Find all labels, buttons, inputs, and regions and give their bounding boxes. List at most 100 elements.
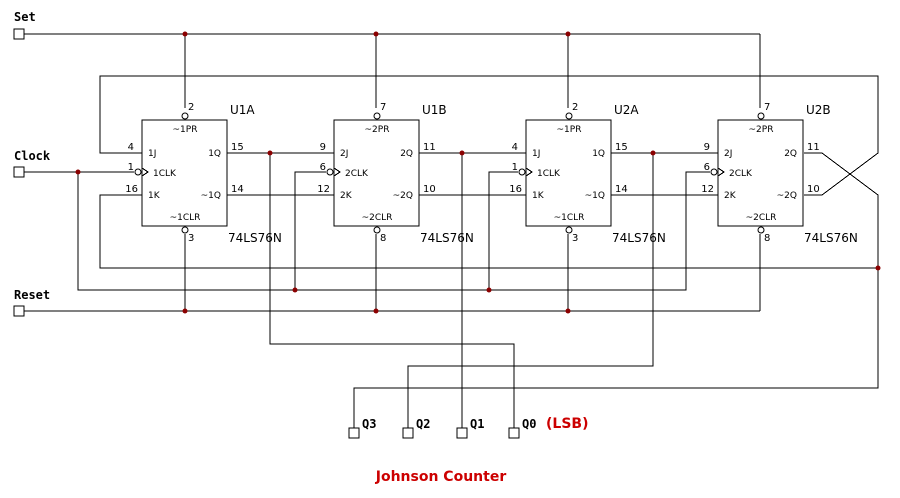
chip-part-number: 74LS76N	[228, 231, 282, 245]
junction-dot	[182, 31, 188, 37]
q1-port[interactable]: Q1	[456, 417, 484, 439]
q2-port-square[interactable]	[402, 427, 414, 439]
j-pin-name: 1J	[532, 149, 540, 159]
reset-port[interactable]: Reset	[13, 288, 50, 317]
preset-pin-name: ~1PR	[173, 125, 198, 135]
pin-number: 2	[572, 102, 578, 113]
chip-part-number: 74LS76N	[612, 231, 666, 245]
k-pin-name: 2K	[340, 191, 353, 201]
junction-dot	[267, 150, 273, 156]
pin-number: 10	[423, 184, 436, 195]
pin-number: 1	[128, 162, 134, 173]
q3-port[interactable]: Q3	[348, 417, 376, 439]
k-pin-name: 1K	[148, 191, 161, 201]
clock-port[interactable]: Clock	[13, 149, 51, 178]
set-port[interactable]: Set	[13, 10, 36, 40]
chip-body[interactable]	[717, 119, 804, 227]
pin-number: 7	[764, 102, 770, 113]
junction-dot	[565, 31, 571, 37]
chip-body[interactable]	[141, 119, 228, 227]
clear-pin-name: ~1CLR	[554, 213, 585, 223]
pin-number: 15	[615, 142, 628, 153]
junction-dot	[459, 150, 465, 156]
pin-number: 11	[423, 142, 436, 153]
junction-dot	[373, 31, 379, 37]
q0-port-label: Q0	[522, 417, 536, 431]
chip-part-number: 74LS76N	[420, 231, 474, 245]
q2-output-wire	[407, 153, 654, 428]
pin-number: 16	[509, 184, 522, 195]
q1-port-square[interactable]	[456, 427, 468, 439]
junction-dot	[565, 308, 571, 314]
pin-number: 3	[572, 233, 578, 244]
q2-port[interactable]: Q2	[402, 417, 430, 439]
q-pin-name: 2Q	[400, 149, 413, 159]
pin-number: 12	[317, 184, 330, 195]
clear-pin-name: ~1CLR	[170, 213, 201, 223]
clock-edge-triangle	[525, 167, 533, 177]
pin-number: 8	[380, 233, 386, 244]
flip-flop-u1a[interactable]: ~1PR~1CLR1J1CLK1K1Q~1Q2341161514U1A74LS7…	[125, 102, 282, 245]
pin-number: 16	[125, 184, 138, 195]
clear-inversion-bubble	[757, 226, 765, 234]
q-pin-name: 1Q	[592, 149, 605, 159]
q2-port-label: Q2	[416, 417, 430, 431]
chip-reference: U2B	[806, 103, 831, 117]
chip-body[interactable]	[525, 119, 612, 227]
pin-number: 14	[615, 184, 628, 195]
clock-port-square[interactable]	[13, 166, 25, 178]
clk-pin-name: 1CLK	[153, 169, 177, 179]
chip-reference: U1A	[230, 103, 255, 117]
pin-number: 3	[188, 233, 194, 244]
clock-inversion-bubble	[134, 168, 142, 176]
preset-inversion-bubble	[565, 112, 573, 120]
pin-number: 9	[320, 142, 326, 153]
clear-pin-name: ~2CLR	[746, 213, 777, 223]
flip-flop-u2b[interactable]: ~2PR~2CLR2J2CLK2K2Q~2Q7896121110U2B74LS7…	[701, 102, 858, 245]
reset-port-label: Reset	[14, 288, 50, 302]
qn-pin-name: ~1Q	[201, 191, 221, 201]
set-port-square[interactable]	[13, 28, 25, 40]
j-pin-name: 1J	[148, 149, 156, 159]
junction-dot	[875, 265, 881, 271]
junction-dot	[182, 308, 188, 314]
pin-number: 4	[128, 142, 134, 153]
set-port-label: Set	[14, 10, 36, 24]
preset-pin-name: ~1PR	[557, 125, 582, 135]
q3-port-square[interactable]	[348, 427, 360, 439]
q3-port-label: Q3	[362, 417, 376, 431]
flip-flop-chips: ~1PR~1CLR1J1CLK1K1Q~1Q2341161514U1A74LS7…	[125, 102, 858, 245]
pin-number: 6	[320, 162, 326, 173]
pin-number: 8	[764, 233, 770, 244]
preset-pin-name: ~2PR	[365, 125, 390, 135]
q0-port-square[interactable]	[508, 427, 520, 439]
feedback-qn-to-j-wire	[99, 75, 879, 196]
j-pin-name: 2J	[340, 149, 348, 159]
clk-pin-name: 2CLK	[345, 169, 369, 179]
clock-inversion-bubble	[326, 168, 334, 176]
pin-number: 1	[512, 162, 518, 173]
clear-inversion-bubble	[181, 226, 189, 234]
q-pin-name: 2Q	[784, 149, 797, 159]
reset-port-square[interactable]	[13, 305, 25, 317]
junction-dot	[292, 287, 298, 293]
pin-number: 6	[704, 162, 710, 173]
chip-body[interactable]	[333, 119, 420, 227]
flip-flop-u1b[interactable]: ~2PR~2CLR2J2CLK2K2Q~2Q7896121110U1B74LS7…	[317, 102, 474, 245]
k-pin-name: 2K	[724, 191, 737, 201]
preset-drop-wires	[184, 34, 761, 108]
clock-inversion-bubble	[710, 168, 718, 176]
q1-port-label: Q1	[470, 417, 484, 431]
pin-number: 11	[807, 142, 820, 153]
qn-pin-name: ~2Q	[777, 191, 797, 201]
clk-pin-name: 1CLK	[537, 169, 561, 179]
flip-flop-u2a[interactable]: ~1PR~1CLR1J1CLK1K1Q~1Q2341161514U2A74LS7…	[509, 102, 666, 245]
clock-port-label: Clock	[14, 149, 51, 163]
clock-inversion-bubble	[518, 168, 526, 176]
clock-edge-triangle	[717, 167, 725, 177]
clock-tap-u2a	[488, 171, 518, 290]
clear-inversion-bubble	[373, 226, 381, 234]
lsb-note: (LSB)	[546, 416, 588, 432]
q0-port[interactable]: Q0 (LSB)	[508, 416, 588, 439]
